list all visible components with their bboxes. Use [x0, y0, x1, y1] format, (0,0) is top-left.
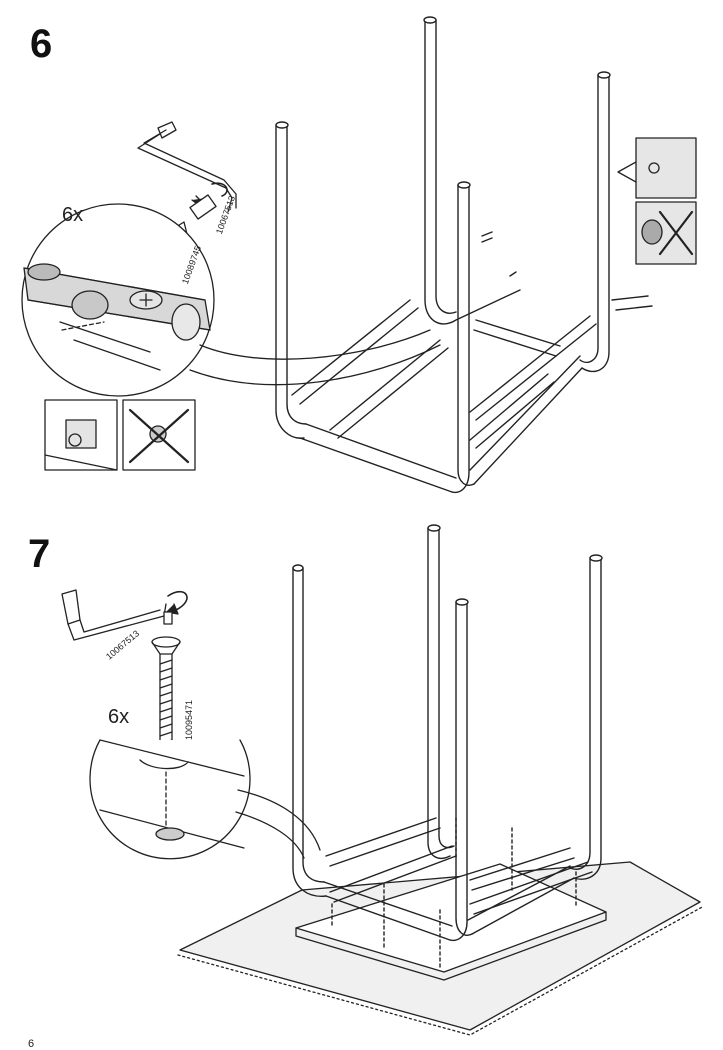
seat-board-icon — [295, 863, 607, 981]
part-number-screw: 10095471 — [184, 699, 194, 740]
screw-icon — [151, 636, 181, 753]
quantity-label: 6x — [108, 706, 130, 728]
hole-detail-icon — [617, 137, 697, 265]
wrong-orientation-icon — [122, 399, 196, 471]
zoom-detail — [21, 203, 441, 397]
allen-key-icon — [137, 121, 237, 213]
zoom-detail — [89, 739, 321, 860]
allen-key-icon — [61, 589, 188, 641]
correct-orientation-icon — [44, 399, 118, 471]
step-number: 7 — [28, 532, 51, 576]
step-6-drawing — [21, 16, 697, 494]
step-number: 6 — [30, 22, 53, 66]
stool-frame-step-7 — [292, 524, 603, 971]
stool-frame-step-6 — [275, 16, 653, 494]
step-7-drawing — [61, 524, 705, 1036]
page-number: 6 — [28, 1038, 35, 1050]
quantity-label: 6x — [62, 204, 84, 226]
